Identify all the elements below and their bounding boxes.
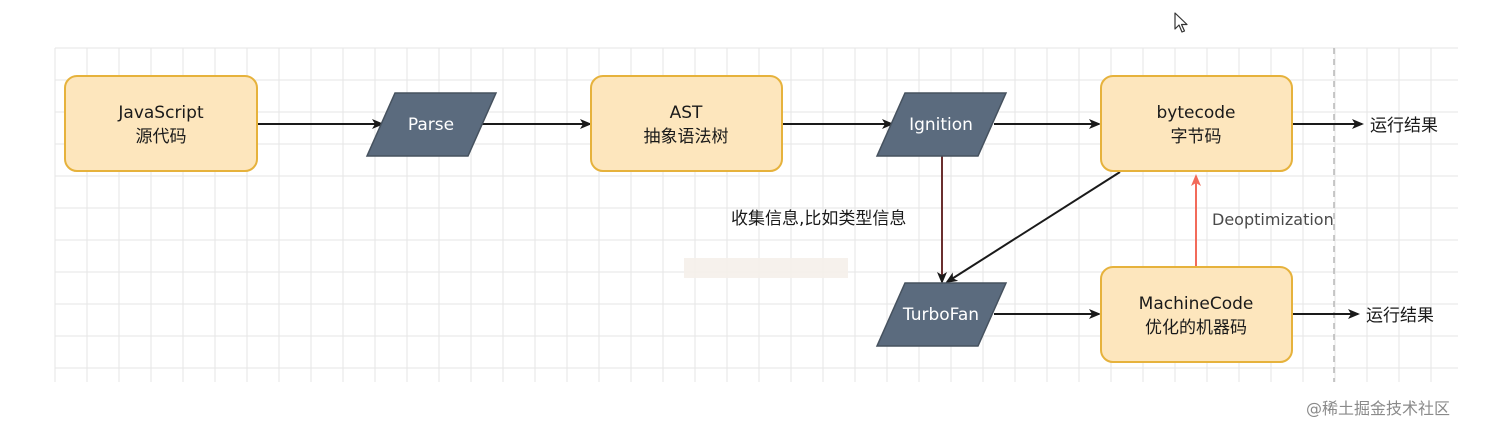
edge-label-collect-info: 收集信息,比如类型信息: [731, 209, 906, 229]
result-label-bottom: 运行结果: [1366, 306, 1434, 326]
node-javascript-line1: JavaScript: [117, 103, 204, 123]
edge-label-deoptimization: Deoptimization: [1212, 210, 1334, 229]
node-machinecode-line1: MachineCode: [1139, 294, 1254, 314]
node-bytecode-line2: 字节码: [1171, 127, 1222, 147]
node-turbofan: TurboFan: [875, 282, 1008, 347]
node-javascript: JavaScript 源代码: [64, 75, 258, 172]
node-parse: Parse: [365, 92, 498, 157]
mouse-pointer-icon: [1174, 12, 1188, 33]
node-ast: AST 抽象语法树: [590, 75, 783, 172]
node-javascript-line2: 源代码: [136, 127, 187, 147]
node-machinecode-line2: 优化的机器码: [1145, 318, 1247, 338]
node-bytecode-line1: bytecode: [1157, 103, 1236, 123]
result-label-top: 运行结果: [1370, 116, 1438, 136]
node-machinecode: MachineCode 优化的机器码: [1100, 266, 1293, 363]
watermark: @稀土掘金技术社区: [1306, 399, 1450, 418]
node-ast-line2: 抽象语法树: [644, 127, 729, 147]
node-parse-label: Parse: [408, 115, 454, 135]
edge-bytecode-to-turbofan: [945, 171, 1121, 284]
node-ignition: Ignition: [875, 92, 1008, 157]
node-ignition-label: Ignition: [909, 115, 973, 135]
node-ast-line1: AST: [670, 103, 703, 123]
node-bytecode: bytecode 字节码: [1100, 75, 1293, 172]
node-turbofan-label: TurboFan: [902, 305, 979, 325]
blurred-patch: [684, 258, 848, 278]
